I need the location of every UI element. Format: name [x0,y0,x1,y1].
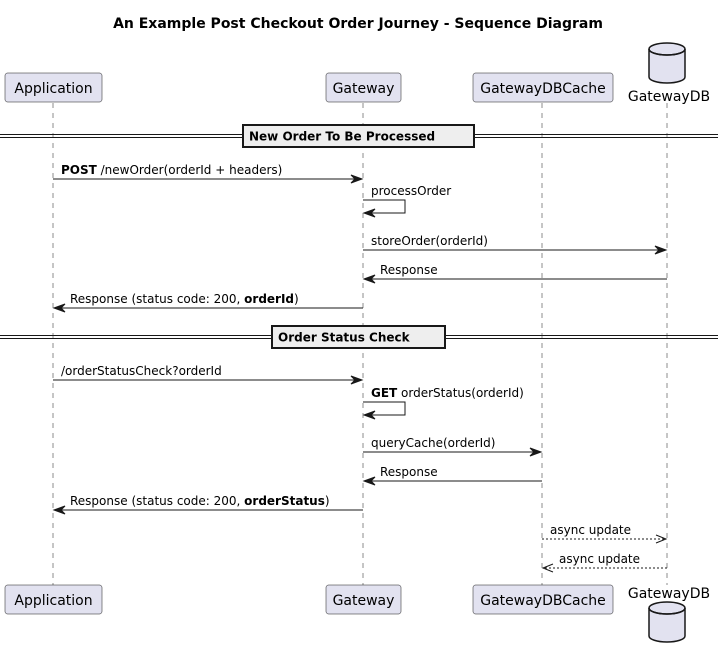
participants: ApplicationApplicationGatewayGatewayGate… [4,42,710,643]
participant-gw-top: Gateway [325,72,402,103]
arrow-head [654,245,668,255]
participant-label: GatewayDB [628,586,710,602]
message-label-part: async update [559,552,640,566]
message-label: processOrder [371,184,451,198]
message-label-part: ) [294,292,299,306]
message-8: queryCache(orderId) [363,436,543,457]
participant-box [4,584,103,615]
message-2: processOrder [362,184,451,218]
arrow-head [350,375,364,385]
message-label: Response (status code: 200, orderStatus) [70,494,330,508]
participant-db-top: GatewayDB [628,42,710,105]
message-label: Response [380,263,438,277]
message-line [363,401,406,416]
participant-label: GatewayDB [628,89,710,105]
message-label-part: Response (status code: 200, [70,494,244,508]
message-11: async update [542,523,668,544]
message-5: Response (status code: 200, orderId) [52,292,363,313]
message-label: Response [380,465,438,479]
arrow-head [362,208,376,218]
participant-label: GatewayDBCache [480,593,606,609]
message-label-part: processOrder [371,184,451,198]
message-1: POST /newOrder(orderId + headers) [53,163,364,184]
participant-box [472,584,614,615]
message-label-part: ) [325,494,330,508]
message-label-part: Response [380,263,438,277]
message-label-part: orderId [244,292,294,306]
message-9: Response [362,465,542,486]
participant-label: GatewayDBCache [480,81,606,97]
divider-box [242,124,475,148]
participant-gw-bottom: Gateway [325,584,402,615]
message-10: Response (status code: 200, orderStatus) [52,494,363,515]
message-label: async update [550,523,631,537]
participant-app-bottom: Application [4,584,103,615]
message-label: storeOrder(orderId) [371,234,488,248]
arrow-head [350,174,364,184]
message-label-part: POST [61,163,98,177]
message-label-part: orderStatus [244,494,325,508]
participant-app-top: Application [4,72,103,103]
arrow-head [52,505,66,515]
message-6: /orderStatusCheck?orderId [53,364,364,385]
messages: POST /newOrder(orderId + headers) process… [52,163,668,573]
participant-box [325,584,402,615]
message-label-part: GET [371,386,398,400]
participant-cache-bottom: GatewayDBCache [472,584,614,615]
arrow-head [362,476,376,486]
message-label: async update [559,552,640,566]
diagram-title: An Example Post Checkout Order Journey -… [113,16,603,32]
message-label: /orderStatusCheck?orderId [61,364,222,378]
message-label-part: async update [550,523,631,537]
arrow-head [362,274,376,284]
participant-label: Gateway [333,593,395,609]
participant-box [472,72,614,103]
participant-label: Gateway [333,81,395,97]
message-label: POST /newOrder(orderId + headers) [61,163,282,177]
divider-1: New Order To Be Processed [0,124,718,148]
divider-box [271,325,446,349]
message-line [363,199,406,214]
message-label-part: Response [380,465,438,479]
participant-box [4,72,103,103]
lifelines [52,103,668,585]
divider-label: New Order To Be Processed [249,130,435,144]
message-label: Response (status code: 200, orderId) [70,292,299,306]
participant-db-bottom: GatewayDB [628,586,710,643]
message-label-part: orderStatus(orderId) [397,386,524,400]
message-3: storeOrder(orderId) [363,234,668,255]
participant-box [325,72,402,103]
message-label-part: queryCache(orderId) [371,436,495,450]
participant-label: Application [14,81,92,97]
arrow-head [52,303,66,313]
message-4: Response [362,263,667,284]
arrow-head [362,410,376,420]
participant-cache-top: GatewayDBCache [472,72,614,103]
message-label-part: Response (status code: 200, [70,292,244,306]
database-icon [648,601,686,643]
divider-2: Order Status Check [0,325,718,349]
message-label-part: /orderStatusCheck?orderId [61,364,222,378]
message-12: async update [541,552,667,573]
message-label-part: /newOrder(orderId + headers) [97,163,283,177]
arrow-head [529,447,543,457]
divider-label: Order Status Check [278,331,411,345]
database-icon [648,42,686,84]
message-7: GET orderStatus(orderId) [362,386,524,420]
participant-label: Application [14,593,92,609]
message-label-part: storeOrder(orderId) [371,234,488,248]
message-label: queryCache(orderId) [371,436,495,450]
message-label: GET orderStatus(orderId) [371,386,524,400]
arrow-head [541,563,554,573]
arrow-head [655,534,668,544]
